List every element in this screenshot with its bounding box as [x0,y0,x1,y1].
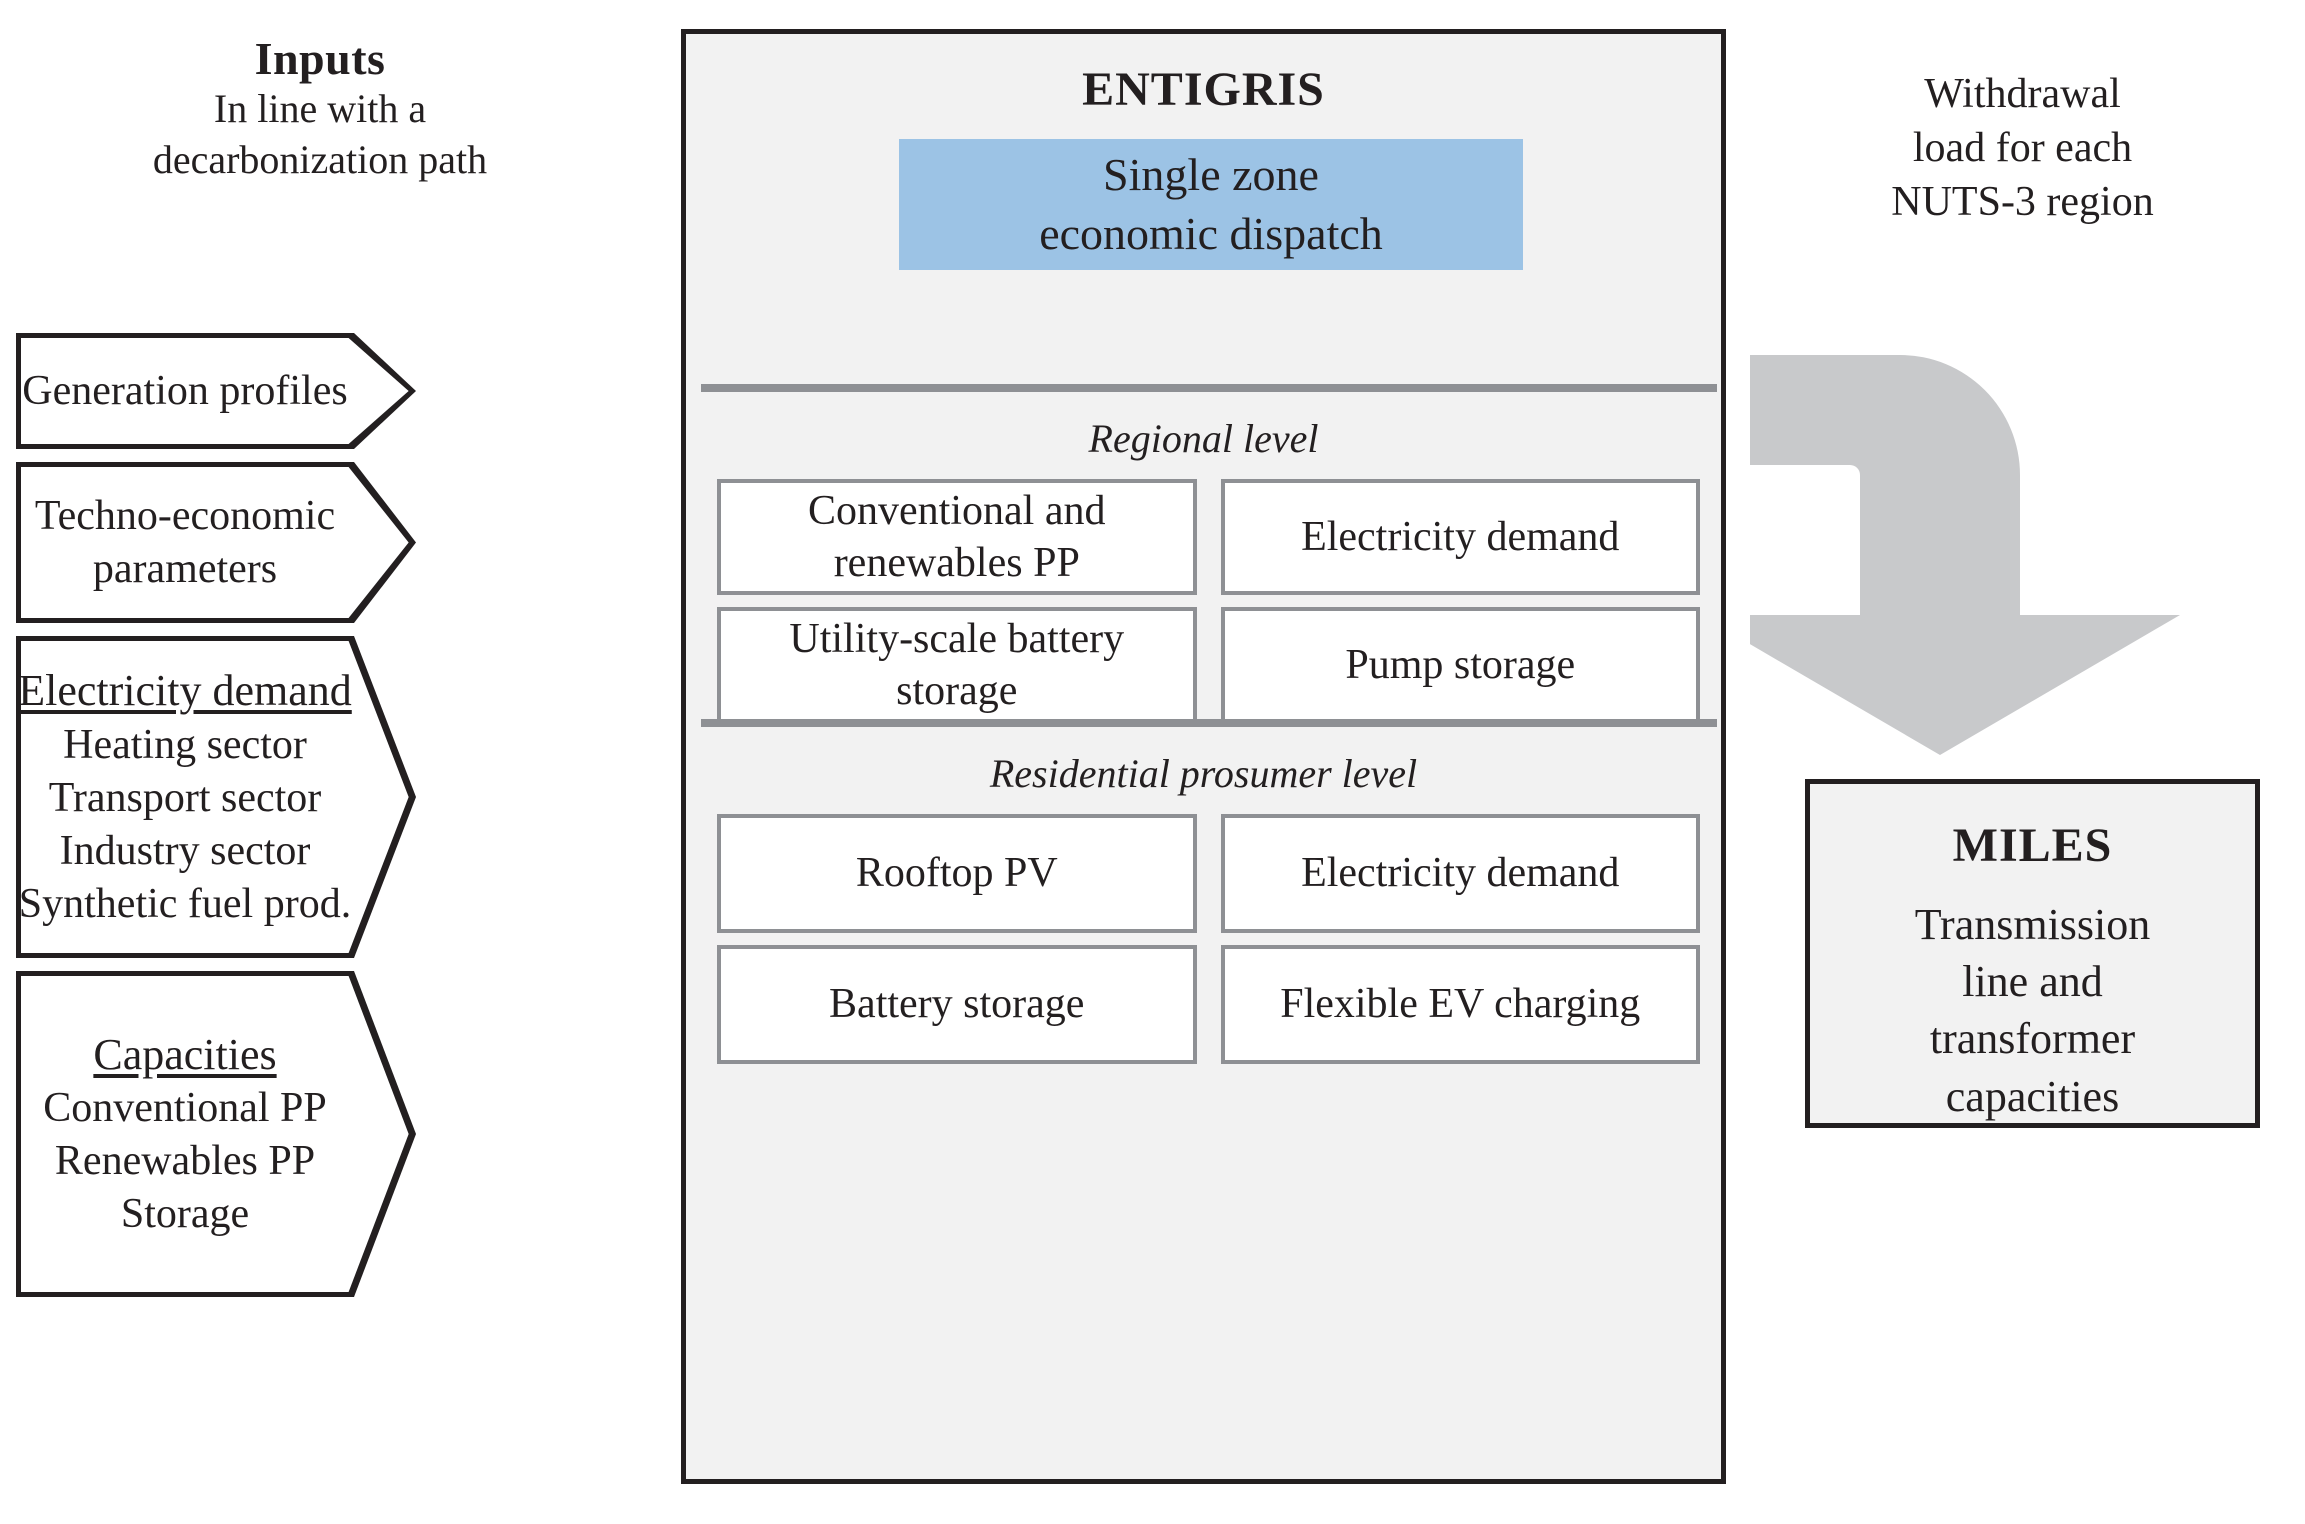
input-arrow-line: Transport sector [48,774,322,821]
regional-level-grid: Conventional and renewables PP Electrici… [717,479,1700,724]
withdrawal-note-line: NUTS-3 region [1891,178,2154,225]
input-arrow-generation-profiles[interactable]: Generation profiles [16,333,416,449]
input-arrow-content: Techno-economic parameters [16,462,354,623]
input-arrow-capacities[interactable]: Capacities Conventional PP Renewables PP… [16,971,416,1297]
input-arrow-techno-economic-parameters[interactable]: Techno-economic parameters [16,462,416,623]
regional-cell-conventional-renewables-pp[interactable]: Conventional and renewables PP [717,479,1197,596]
inputs-column: Inputs In line with a decarbonization pa… [0,0,660,1524]
input-arrow-title: Capacities [93,1029,277,1079]
input-arrow-content: Capacities Conventional PP Renewables PP… [16,971,354,1297]
divider-residential [701,719,1717,727]
residential-cell-electricity-demand[interactable]: Electricity demand [1220,814,1700,933]
regional-level-label: Regional level [1088,416,1319,461]
regional-cell-utility-scale-battery-storage[interactable]: Utility-scale battery storage [717,607,1197,724]
input-arrow-line: Generation profiles [22,367,348,414]
miles-description-line: transformer [1929,1014,2136,1064]
input-arrow-electricity-demand[interactable]: Electricity demand Heating sector Transp… [16,636,416,958]
input-arrow-content: Electricity demand Heating sector Transp… [16,636,354,958]
residential-prosumer-level-grid: Rooftop PV Electricity demand Battery st… [717,814,1700,1064]
miles-box: MILES Transmission line and transformer … [1805,779,2260,1128]
regional-cell-electricity-demand[interactable]: Electricity demand [1220,479,1700,596]
arrow-fill [21,976,409,1292]
inputs-subheading: In line with a decarbonization path [0,84,640,186]
input-arrow-line: Storage [120,1191,250,1238]
residential-cell-flexible-ev-charging[interactable]: Flexible EV charging [1220,945,1700,1064]
arrow-fill [21,641,409,953]
miles-description: Transmission line and transformer capaci… [1820,896,2245,1125]
divider-regional [701,384,1717,392]
regional-cell-pump-storage[interactable]: Pump storage [1220,607,1700,724]
residential-cell-rooftop-pv[interactable]: Rooftop PV [717,814,1197,933]
right-column: Withdrawal load for each NUTS-3 region [1740,0,2305,1524]
dispatch-line: Single zone [1103,148,1319,200]
dispatch-line: economic dispatch [1039,207,1383,259]
arrow-fill [21,467,409,618]
arrow-fill [21,338,409,444]
input-arrow-title: Electricity demand [18,666,352,716]
input-arrow-line: Techno-economic [34,492,336,539]
curved-down-arrow-icon [1750,355,2180,755]
miles-description-line: line and [1962,957,2103,1007]
residential-cell-battery-storage[interactable]: Battery storage [717,945,1197,1064]
single-zone-economic-dispatch-box[interactable]: Single zone economic dispatch [899,139,1523,270]
input-arrow-line: Industry sector [59,827,311,874]
input-arrow-line: Conventional PP [43,1085,327,1132]
inputs-heading: Inputs [254,33,386,84]
entigris-panel: ENTIGRIS Single zone economic dispatch R… [681,29,1726,1484]
input-arrow-content: Generation profiles [16,333,354,449]
withdrawal-load-note: Withdrawal load for each NUTS-3 region [1740,68,2305,229]
input-arrow-line: Renewables PP [54,1138,316,1185]
entigris-title: ENTIGRIS [1082,63,1325,116]
withdrawal-note-line: load for each [1912,124,2133,171]
withdrawal-note-line: Withdrawal [1924,71,2121,117]
inputs-subheading-line: decarbonization path [152,136,488,182]
inputs-subheading-line: In line with a [213,86,427,131]
miles-description-line: Transmission [1914,900,2151,949]
input-arrow-line: Synthetic fuel prod. [18,880,352,927]
input-arrow-line: Heating sector [63,721,307,768]
miles-title: MILES [1952,819,2113,872]
input-arrow-line: parameters [92,545,278,592]
residential-prosumer-level-label: Residential prosumer level [989,751,1418,796]
miles-description-line: capacities [1945,1071,2120,1121]
